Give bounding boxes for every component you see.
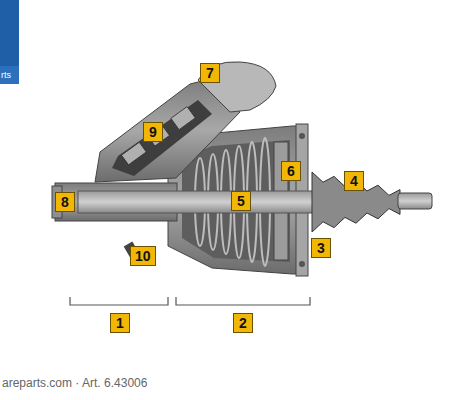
callout-number: 6	[281, 161, 301, 181]
callout-number: 2	[233, 313, 253, 333]
section-bracket	[70, 297, 168, 305]
logo-text: rts	[1, 70, 11, 80]
callout-number: 9	[143, 122, 163, 142]
push-rod-end	[398, 193, 432, 209]
callout-number: 3	[311, 238, 331, 258]
valve-bore	[112, 100, 212, 176]
callout-number: 4	[344, 171, 364, 191]
section-bracket	[176, 297, 310, 305]
valve-cap	[198, 62, 276, 112]
logo-block	[0, 0, 19, 84]
callout-number: 7	[200, 63, 220, 83]
piston-rod	[78, 191, 328, 213]
callout-number: 10	[130, 246, 156, 266]
footer-note: areparts.com · Art. 6.43006	[2, 376, 147, 390]
callout-number: 5	[231, 191, 251, 211]
logo-band	[0, 66, 19, 84]
callout-number: 8	[55, 192, 75, 212]
rubber-boot	[312, 172, 400, 232]
valve-parts	[121, 107, 195, 165]
callout-number: 1	[110, 313, 130, 333]
